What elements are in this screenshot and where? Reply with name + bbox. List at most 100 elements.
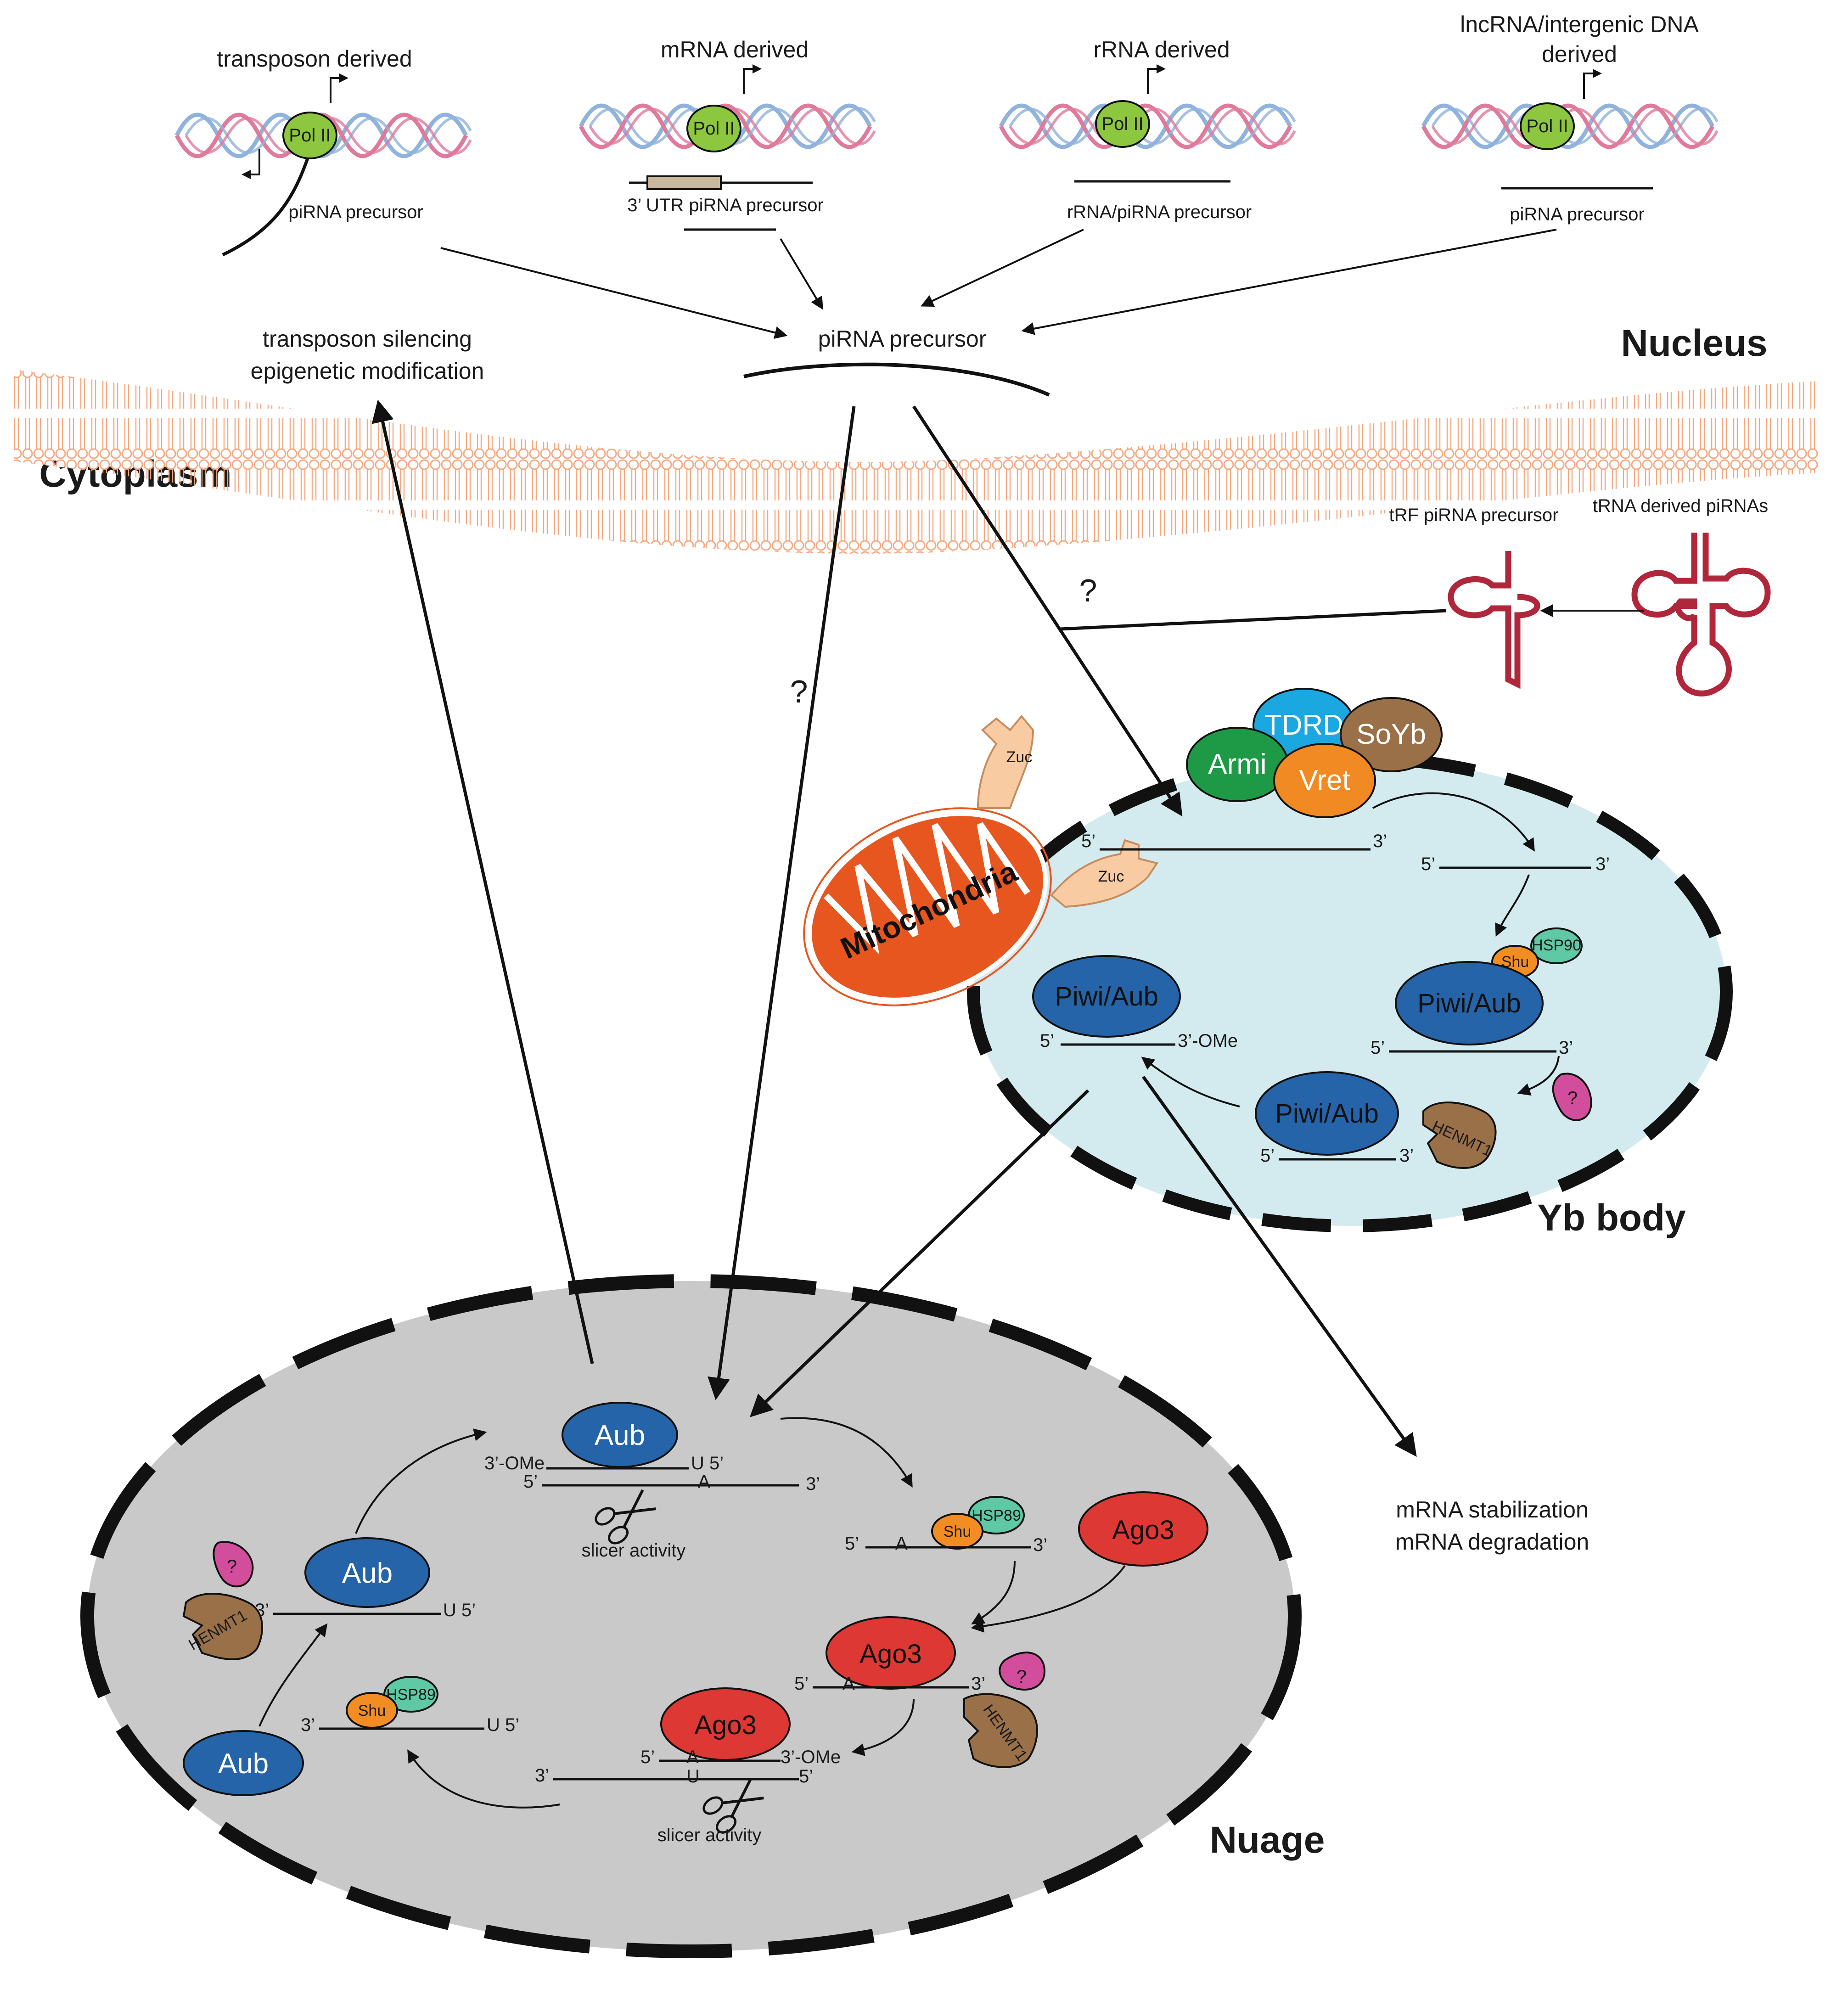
pol2-label: Pol II [693, 118, 735, 139]
three-prime: 3’ [1033, 1535, 1047, 1555]
rrna-title: rRNA derived [1093, 37, 1230, 62]
three-prime: 3’ [1595, 854, 1610, 874]
u-five: U 5’ [443, 1600, 476, 1620]
henmt1-protein-icon [963, 1693, 1038, 1768]
aub-label: Aub [595, 1420, 645, 1451]
aub-protein [304, 1537, 430, 1608]
mrna-outcome-1: mRNA stabilization [1396, 1497, 1589, 1523]
mitochondria: Mitochondria [803, 807, 1052, 1006]
yb-to-mrna-arrow [1142, 1075, 1417, 1457]
piwi-aub-label: Piwi/Aub [1275, 1099, 1379, 1129]
hsp89-label: HSP89 [972, 1507, 1021, 1524]
source-mrna: mRNA derived Pol II 3’ UTR piRNA precurs… [581, 37, 875, 231]
source-lncrna: lncRNA/intergenic DNA derived Pol II piR… [1423, 11, 1717, 225]
nuage-to-nucleus-arrow [371, 399, 594, 1364]
three-prime: 3’ [1559, 1038, 1573, 1058]
pol2-label: Pol II [289, 125, 331, 146]
precursor-rna [743, 362, 1050, 397]
transposon-title: transposon derived [217, 46, 412, 72]
step-arrow [971, 1565, 1126, 1633]
slicer-label: slicer activity [657, 1825, 762, 1845]
mrna-outcome-2: mRNA degradation [1395, 1529, 1589, 1555]
yb-to-nuage-arrow [749, 1089, 1090, 1417]
lncrna-title-1: lncRNA/intergenic DNA [1460, 11, 1699, 37]
slicer-label: slicer activity [582, 1540, 686, 1561]
hsp90-protein [1530, 927, 1583, 964]
ago3-protein [826, 1616, 956, 1690]
three-prime: 3’ [1373, 831, 1387, 851]
unknown-protein-icon [1552, 1073, 1592, 1121]
five-prime: 5’ [1260, 1146, 1275, 1166]
unknown-protein-icon [213, 1541, 254, 1588]
precursor-to-yb-arrow [912, 405, 1183, 817]
five-prime: 5’ [845, 1534, 859, 1554]
step-arrow [851, 1698, 915, 1756]
step-arrow [780, 1417, 913, 1488]
source-transposon: transposon derived Pol II piRNA precurso… [177, 46, 471, 257]
yb-body: Yb body TDRD SoYb Armi Vret Mitochondria… [803, 688, 1733, 1239]
trf-structure-icon [1448, 551, 1540, 689]
pol2-blob [1520, 102, 1575, 150]
ago3-label: Ago3 [694, 1710, 756, 1740]
lncrna-title-2: derived [1542, 41, 1617, 67]
armi-label: Armi [1208, 748, 1266, 780]
nuage-question: ? [790, 674, 808, 709]
unknown-protein-icon [999, 1652, 1046, 1691]
scissors-icon [702, 1778, 764, 1834]
step-arrow [355, 1428, 487, 1534]
nuclear-membrane [14, 370, 1818, 554]
zuc-protein-icon [1050, 839, 1159, 908]
converging-arrows [440, 229, 1557, 339]
nuage: Nuage Aub 3’-OMe U 5’ 5’ A 3’ slicer act… [80, 1274, 1325, 1958]
shu-label: Shu [944, 1523, 972, 1540]
precursor-to-nuage-arrow [708, 406, 856, 1400]
step-arrow [1372, 792, 1535, 852]
tss-arrow-icon [743, 64, 762, 94]
pol2-blob [1095, 100, 1150, 148]
source-rrna: rRNA derived Pol II rRNA/piRNA precursor [1001, 37, 1295, 222]
five-prime: 5’ [1371, 1038, 1385, 1058]
outcome-line-1: transposon silencing [263, 326, 472, 352]
unknown-label: ? [227, 1556, 237, 1577]
tss-arrow-icon [1147, 64, 1166, 94]
cds-box [646, 175, 722, 190]
base-u: U [686, 1766, 700, 1787]
trna-cloverleaf-icon [1631, 533, 1771, 697]
piwi-aub-label: Piwi/Aub [1417, 989, 1521, 1018]
henmt1-protein-icon [1422, 1101, 1497, 1169]
pol2-blob [282, 112, 337, 159]
outcome-line-2: epigenetic modification [251, 358, 484, 384]
lncrna-precursor-label: piRNA precursor [1510, 204, 1644, 225]
piwi-aub-label: Piwi/Aub [1055, 982, 1158, 1011]
pol2-label: Pol II [1526, 116, 1568, 136]
three-ome: 3’-OMe [781, 1747, 841, 1767]
henmt1-protein-icon [182, 1593, 264, 1660]
three-prime: 3’ [1399, 1146, 1414, 1166]
five-prime: 5’ [799, 1766, 813, 1787]
step-arrow [971, 1561, 1016, 1624]
mrna-precursor-label: 3’ UTR piRNA precursor [627, 195, 824, 215]
soyb-label: SoYb [1356, 719, 1426, 750]
soyb-protein [1340, 697, 1443, 772]
u-five: U 5’ [691, 1453, 724, 1473]
mrna-title: mRNA derived [661, 37, 809, 62]
step-arrow [1517, 1056, 1560, 1096]
shu-protein [931, 1513, 983, 1550]
pathway-arrows: ? [371, 399, 1417, 1457]
u-five: U 5’ [487, 1715, 519, 1735]
tss-arrow-icon [330, 73, 348, 103]
step-arrow [258, 1623, 328, 1727]
scissors-icon [595, 1489, 656, 1545]
zuc-protein-icon [977, 714, 1034, 809]
piwi-aub-protein [1395, 961, 1544, 1045]
trna-label: tRNA derived piRNAs [1593, 496, 1768, 516]
vret-label: Vret [1299, 764, 1350, 796]
three-prime: 3’ [806, 1474, 820, 1494]
base-a: A [895, 1534, 908, 1554]
nuage-membrane [80, 1274, 1302, 1958]
nucleus-label: Nucleus [1621, 322, 1768, 364]
three-ome: 3’-OMe [484, 1453, 545, 1473]
hsp89-label: HSP89 [386, 1686, 436, 1703]
pol2-label: Pol II [1101, 114, 1143, 134]
